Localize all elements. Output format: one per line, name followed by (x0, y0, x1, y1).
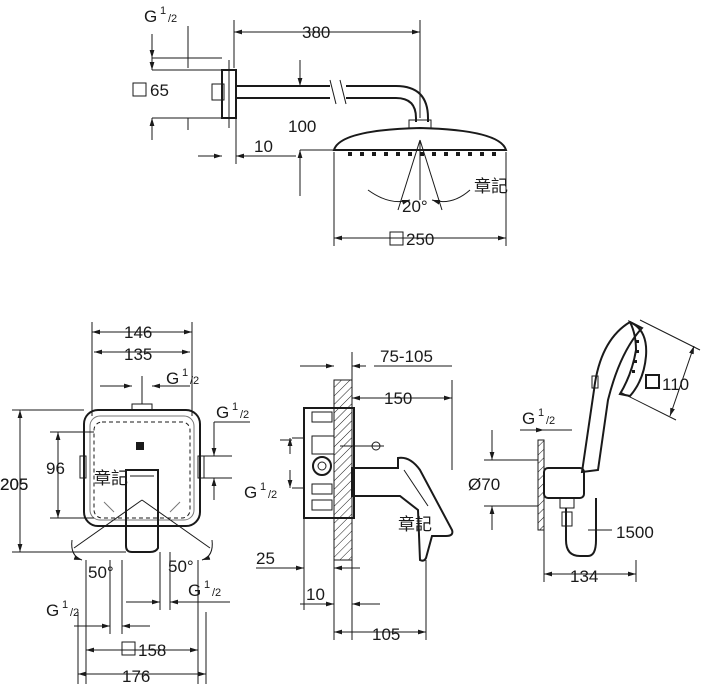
dim-arm-length: 380 (302, 23, 330, 42)
thread-plate-top-sub: /2 (190, 375, 199, 387)
thread-plate-right-sub: /2 (240, 409, 249, 421)
stamp-side: 章記 (398, 515, 432, 535)
dim-flange-square: 65 (150, 81, 169, 100)
thread-plate-bottom-right: G (188, 581, 201, 600)
thread-side-sub: /2 (268, 489, 277, 501)
shower-arm (236, 85, 429, 122)
dim-lever-projection: 105 (372, 625, 400, 644)
thread-handshower-sup: 1 (538, 407, 544, 419)
hand-shower-view: 110 G 1 /2 Ø70 1500 134 (468, 319, 701, 586)
thread-plate-bottom-left-sub: /2 (70, 607, 79, 619)
thread-top-sub: /2 (168, 13, 177, 25)
dim-cover-square: 158 (138, 641, 166, 660)
dim-plate-upper-height: 96 (46, 459, 65, 478)
dim-wall-offset: 25 (256, 549, 275, 568)
dim-arm-drop: 100 (288, 117, 316, 136)
dim-spray-angle: 20° (402, 197, 428, 216)
dim-plate-outer-width: 146 (124, 323, 152, 342)
thread-plate-right-sup: 1 (232, 401, 238, 413)
cover-plate (83, 409, 201, 527)
dim-overall-width: 176 (122, 667, 150, 686)
thread-plate-bottom-left: G (46, 601, 59, 620)
dim-body-offset: 10 (306, 585, 325, 604)
thread-side: G (244, 483, 257, 502)
thread-side-sup: 1 (260, 481, 266, 493)
concealed-body-side-view: 章記 75-105 150 G 1 /2 25 10 105 (244, 347, 454, 644)
mixer-lever (125, 469, 159, 553)
thread-plate-bottom-left-sup: 1 (62, 599, 68, 611)
thread-handshower-sub: /2 (546, 415, 555, 427)
side-lever (351, 456, 454, 562)
dim-plate-inner-width: 135 (124, 345, 152, 364)
hose (565, 498, 597, 557)
thread-plate-top-sup: 1 (182, 367, 188, 379)
thread-plate-right: G (216, 403, 229, 422)
dim-plate-height-visible: 205 (0, 475, 28, 494)
dim-bracket-projection: 134 (570, 567, 598, 586)
thread-plate-top: G (166, 369, 179, 388)
dim-head-square: 250 (406, 230, 434, 249)
cover-plate-front-view: 146 135 G 1 /2 G 1 /2 205 205 96 50° 50°… (0, 322, 250, 686)
thread-plate-bottom-right-sub: /2 (212, 587, 221, 599)
wall-outlet-bracket (543, 467, 585, 499)
flange-connector (211, 83, 225, 101)
plate-inner-frame (93, 421, 191, 519)
dim-flange-depth: 10 (254, 137, 273, 156)
overhead-shower-view: 380 G 1 /2 65 100 10 20° 章記 250 (132, 5, 508, 249)
dim-handshower-square: 110 (662, 375, 689, 394)
stamp-top: 章記 (474, 177, 508, 197)
hand-shower-handle (580, 320, 644, 474)
thread-top-label: G (144, 7, 157, 26)
thread-plate-bottom-right-sup: 1 (204, 579, 210, 591)
dim-body-projection: 150 (384, 389, 412, 408)
nozzles (348, 152, 496, 156)
dim-lever-angle-right: 50° (168, 557, 194, 576)
dim-wall-depth: 75-105 (380, 347, 433, 366)
concealed-box (303, 407, 355, 519)
dim-plate-height: 205 (0, 475, 28, 494)
dim-lever-angle-left: 50° (88, 563, 114, 582)
stamp-plate: 章記 (94, 469, 128, 489)
dim-hose-length: 1500 (616, 523, 654, 542)
thread-top-sup: 1 (160, 5, 166, 17)
hand-shower-head (618, 319, 648, 398)
dim-outlet-diameter: Ø70 (468, 475, 500, 494)
thread-handshower: G (522, 409, 535, 428)
